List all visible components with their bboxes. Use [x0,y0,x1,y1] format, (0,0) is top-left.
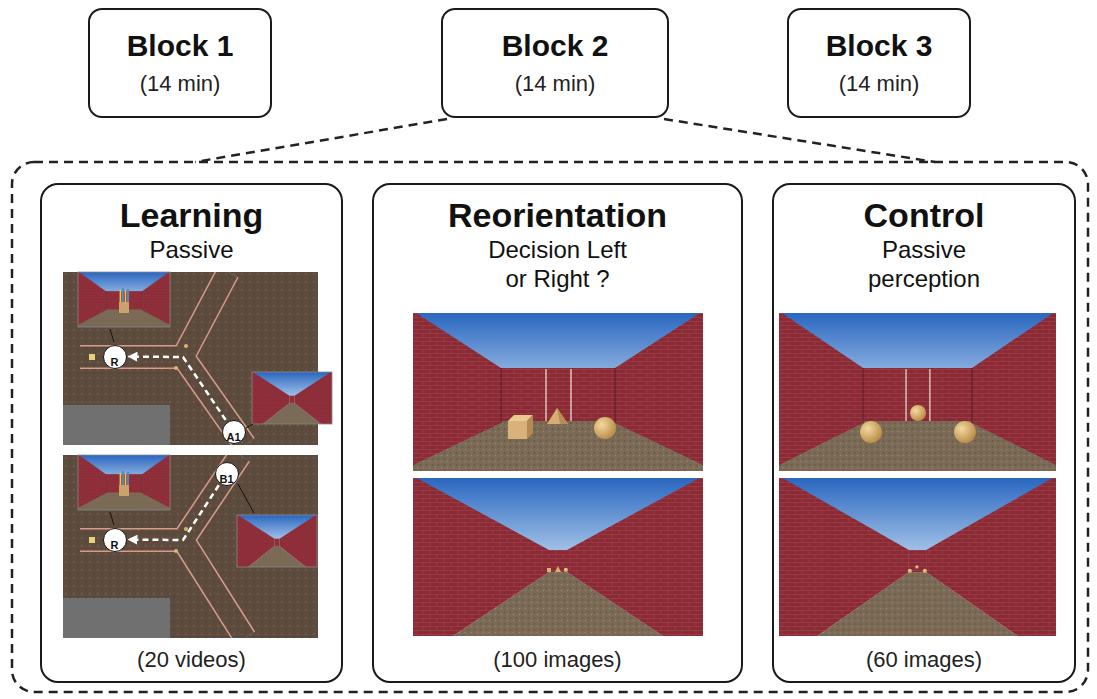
learning-map-top [80,357,245,445]
learning-map-bottom [80,540,245,638]
learning-map-top [174,366,178,370]
view-inset [78,271,332,424]
control-view-near [954,421,976,443]
view-inset [252,372,332,424]
phase-mode: Passive [149,235,233,264]
location-label: R [111,539,119,551]
block-title: Block 1 [127,29,234,63]
control-view-far [779,476,1056,636]
block-zoom-lines [664,119,935,162]
control-view-far [923,569,927,573]
reorientation-view-far [564,568,568,572]
learning-map-bottom [80,540,245,638]
view-inset [237,515,317,567]
view-inset [119,485,129,496]
location-marker: B1 [215,462,239,486]
route-arrow [129,485,219,540]
view-inset [78,271,170,327]
leader-line [110,329,114,342]
control-view-near [779,311,1056,471]
view-inset [78,272,170,327]
learning-map-bottom [63,455,318,638]
control-view-far [915,565,919,569]
location-marker: A1 [222,420,246,444]
view-inset [123,471,128,485]
reorientation-view-near [508,421,527,439]
learning-map-top [183,272,228,357]
learning-map-bottom [89,537,95,543]
learning-map-top [184,344,188,348]
view-inset [78,455,170,510]
block-title: Block 3 [826,29,933,63]
reorientation-view-near [547,408,568,424]
block-box: Block 2 (14 min) [441,8,669,118]
view-inset [237,514,317,567]
stimulus-count: (20 videos) [137,647,246,673]
leader-line [110,329,253,428]
leader-line [110,484,254,525]
stimulus-count: (60 images) [866,647,982,673]
block-duration: (14 min) [140,71,221,97]
learning-map-top [80,357,245,445]
location-marker: R [103,345,127,369]
phase-title: Control [864,195,985,235]
control-view-near [910,405,926,421]
block-duration: (14 min) [839,71,920,97]
phase-title: Reorientation [448,195,667,235]
reorientation-view-near [527,415,533,439]
location-label: A1 [226,431,240,443]
location-label: B1 [219,473,233,485]
block-zoom-lines [12,162,1088,692]
block-box: Block 3 (14 min) [787,8,971,118]
phase-panel: ControlPassive perception (60 images) [772,183,1076,683]
leader-line [246,424,253,428]
block-zoom-lines [12,119,1088,692]
reorientation-view-far [413,476,703,636]
reorientation-view-near [594,417,616,439]
phase-mode: Decision Left or Right ? [475,235,640,293]
route-arrow [129,357,226,420]
view-inset [78,454,170,510]
learning-map-bottom [184,527,188,531]
control-view-far [908,569,912,573]
phase-mode: Passive perception [859,235,989,293]
view-inset [123,288,128,302]
learning-map-bottom [174,549,178,553]
location-marker: R [103,528,127,552]
block-duration: (14 min) [515,71,596,97]
view-inset [252,371,332,424]
stimulus-count: (100 images) [493,647,621,673]
block-box: Block 1 (14 min) [88,8,272,118]
location-label: R [111,356,119,368]
control-view-near [860,421,882,443]
learning-map-bottom [63,598,170,638]
block-title: Block 2 [502,29,609,63]
phase-title: Learning [120,195,264,235]
view-inset [78,454,317,567]
control-view-near [779,311,1056,471]
learning-map-top [89,354,95,360]
learning-map-bottom [63,455,318,638]
reorientation-view-near [557,408,568,424]
reorientation-view-far [555,566,561,572]
learning-map-top [63,405,170,445]
phase-panel: ReorientationDecision Left or Right ? (10… [372,183,743,683]
view-inset [121,471,129,485]
phase-panel: LearningPassive(20 videos)RA1RB1 [40,183,343,683]
leader-line [110,512,114,525]
learning-map-top [183,272,228,357]
view-inset [119,302,129,313]
view-inset [121,288,129,302]
block-zoom-lines [195,119,447,162]
leader-line [238,484,254,513]
reorientation-view-near [413,311,703,471]
reorientation-view-near [413,311,703,471]
reorientation-view-far [413,476,703,636]
reorientation-view-far [547,568,551,572]
control-view-far [779,476,1056,636]
